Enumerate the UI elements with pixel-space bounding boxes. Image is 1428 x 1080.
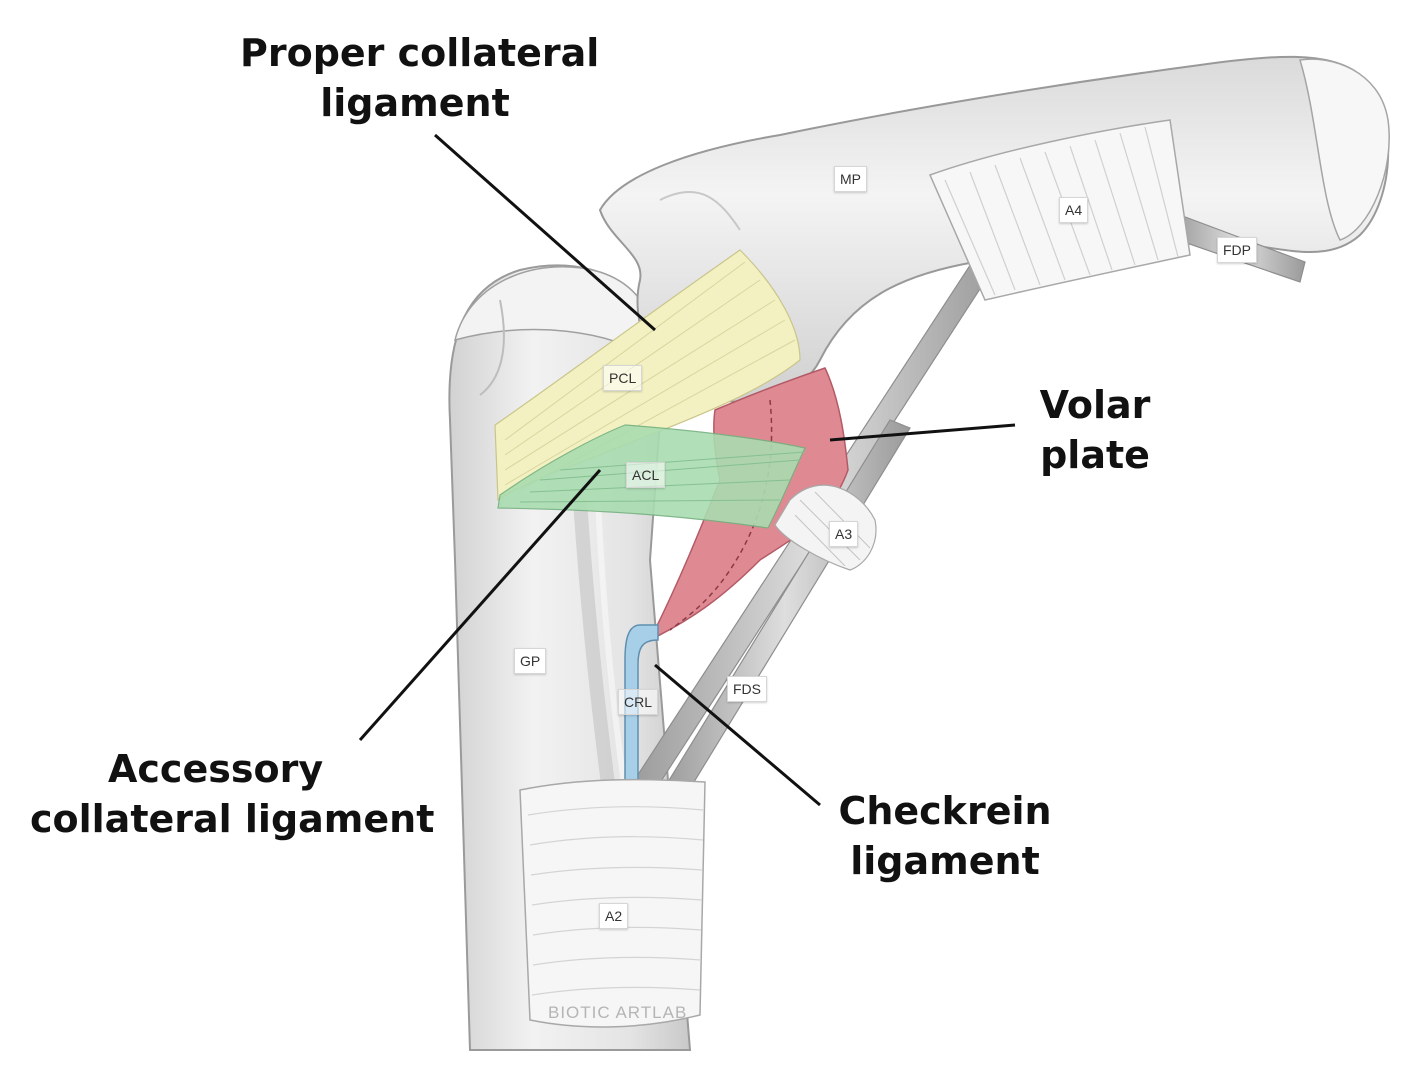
leader-line-accessory-collateral: [358, 469, 602, 741]
tag-fds: FDS: [727, 676, 767, 702]
label-proper-collateral-line-1: Proper collateral: [240, 31, 600, 75]
label-volar-plate-line-2: plate: [1040, 433, 1150, 477]
tag-fdp: FDP: [1217, 237, 1257, 263]
tag-pcl: PCL: [603, 365, 643, 391]
tag-crl: CRL: [618, 689, 659, 715]
label-accessory-collateral-ligament: Accessory collateral ligament: [30, 744, 435, 844]
leader-line-checkrein: [654, 663, 821, 807]
watermark-text: BIOTIC ARTLAB: [548, 1003, 688, 1022]
label-accessory-collateral-line-1: Accessory: [108, 747, 324, 791]
label-checkrein-line-2: ligament: [850, 839, 1040, 883]
tag-acl: ACL: [626, 462, 666, 488]
tag-mp: MP: [834, 166, 867, 192]
tag-gp: GP: [514, 648, 547, 674]
label-volar-plate-line-1: Volar: [1039, 383, 1151, 427]
tag-a4: A4: [1059, 197, 1089, 223]
a3-pulley: [774, 484, 877, 571]
label-volar-plate: Volar plate: [1025, 380, 1165, 480]
leader-line-proper-collateral: [434, 133, 656, 332]
label-checkrein-line-1: Checkrein: [838, 789, 1052, 833]
leader-line-volar-plate: [829, 423, 1016, 442]
leader-lines: [358, 133, 1016, 807]
tag-a2: A2: [599, 903, 629, 929]
label-proper-collateral-line-2: ligament: [320, 81, 510, 125]
label-checkrein-ligament: Checkrein ligament: [830, 786, 1060, 886]
tag-a3: A3: [829, 521, 859, 547]
label-proper-collateral-ligament: Proper collateral ligament: [240, 28, 600, 128]
label-accessory-collateral-line-2: collateral ligament: [30, 797, 435, 841]
